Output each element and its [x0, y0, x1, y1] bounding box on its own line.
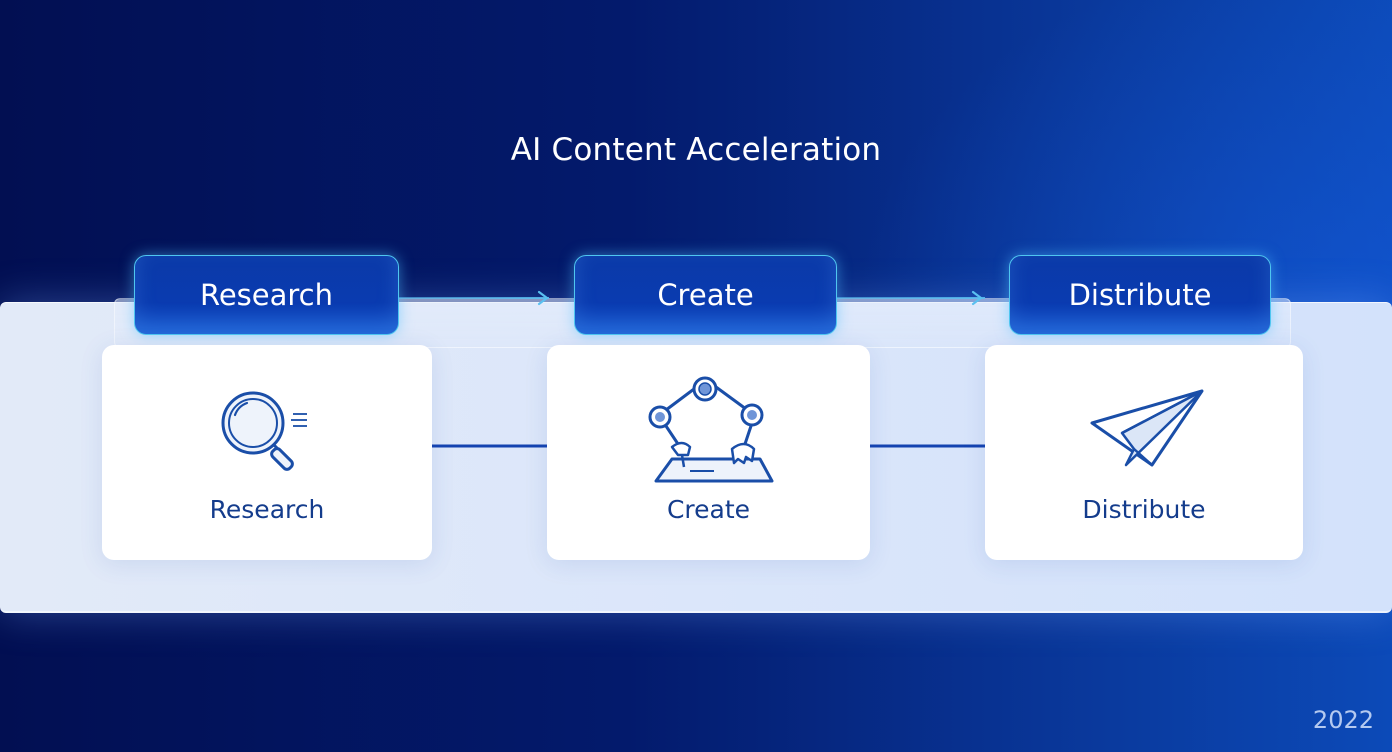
header-connector-arrowhead-2 [971, 290, 983, 306]
diagram-title: AI Content Acceleration [510, 132, 882, 168]
year-label: 2022 [1312, 706, 1374, 734]
magnifying-glass-icon [102, 375, 432, 487]
header-connector-arrowhead-1 [537, 290, 549, 306]
card-distribute: Distribute [985, 345, 1303, 560]
paper-plane-icon [985, 375, 1303, 487]
header-pill-distribute: Distribute [1009, 255, 1271, 335]
header-connector-1 [399, 297, 549, 299]
header-pill-research: Research [134, 255, 399, 335]
robot-arm-icon [547, 375, 870, 487]
card-label-create: Create [666, 495, 751, 524]
card-label-distribute: Distribute [1082, 495, 1206, 524]
card-label-research: Research [209, 495, 325, 524]
header-connector-2 [837, 297, 985, 299]
card-create: Create [547, 345, 870, 560]
card-research: Research [102, 345, 432, 560]
header-pill-create: Create [574, 255, 837, 335]
